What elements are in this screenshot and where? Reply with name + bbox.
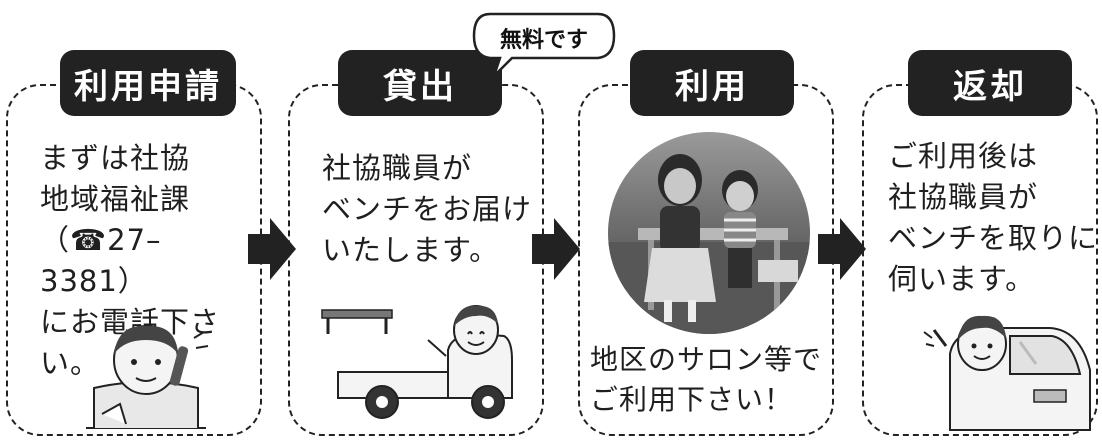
truck-illustration bbox=[321, 305, 513, 419]
step-application: 利用申請 まずは社協 地域福祉課 （☎27–3381） にお電話下さい。 bbox=[6, 0, 266, 440]
step-use-title: 利用 bbox=[630, 50, 794, 116]
badge-free: 無料です bbox=[499, 28, 588, 53]
arrow-right-icon bbox=[818, 218, 866, 280]
step-use: 利用 bbox=[578, 0, 838, 440]
children-photo bbox=[608, 132, 810, 334]
phone-person-illustration bbox=[86, 325, 209, 429]
step-lending-text: 社協職員が ベンチをお届け いたします。 bbox=[322, 151, 533, 267]
arrow-right-icon bbox=[532, 218, 580, 280]
step-lending-title: 貸出 bbox=[338, 50, 502, 116]
speech-bubble bbox=[472, 12, 616, 77]
step-return: 返却 ご利用後は 社協職員が ベンチを取りに 伺います。 bbox=[862, 0, 1102, 440]
arrow-right-icon bbox=[248, 218, 296, 280]
step-application-text: まずは社協 地域福祉課 （☎27–3381） にお電話下さい。 bbox=[40, 141, 221, 380]
step-return-text: ご利用後は 社協職員が ベンチを取りに 伺います。 bbox=[888, 139, 1099, 296]
step-return-title: 返却 bbox=[908, 50, 1072, 116]
step-lending: 貸出 社協職員が ベンチをお届け いたします。 bbox=[288, 0, 548, 440]
step-application-title: 利用申請 bbox=[60, 50, 236, 116]
step-use-text: 地区のサロン等で ご利用下さい！ bbox=[590, 343, 823, 416]
car-illustration bbox=[923, 315, 1091, 431]
